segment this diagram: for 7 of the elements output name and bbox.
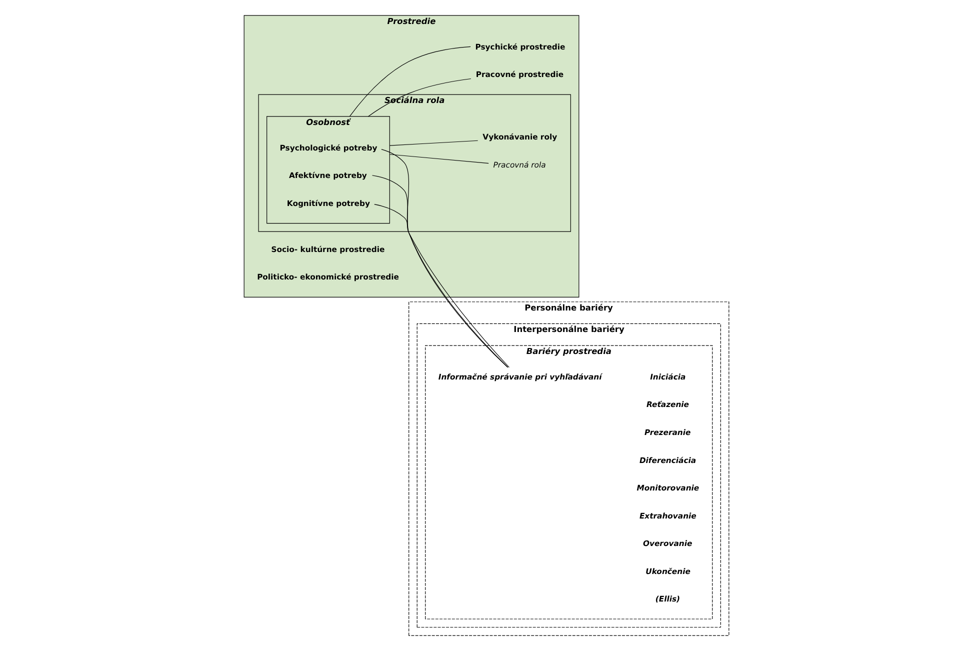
connector <box>368 78 472 117</box>
connector <box>389 140 478 146</box>
connector <box>381 149 508 368</box>
connector <box>389 154 489 164</box>
connector <box>372 175 508 368</box>
connector <box>374 204 510 368</box>
connector <box>349 46 471 117</box>
